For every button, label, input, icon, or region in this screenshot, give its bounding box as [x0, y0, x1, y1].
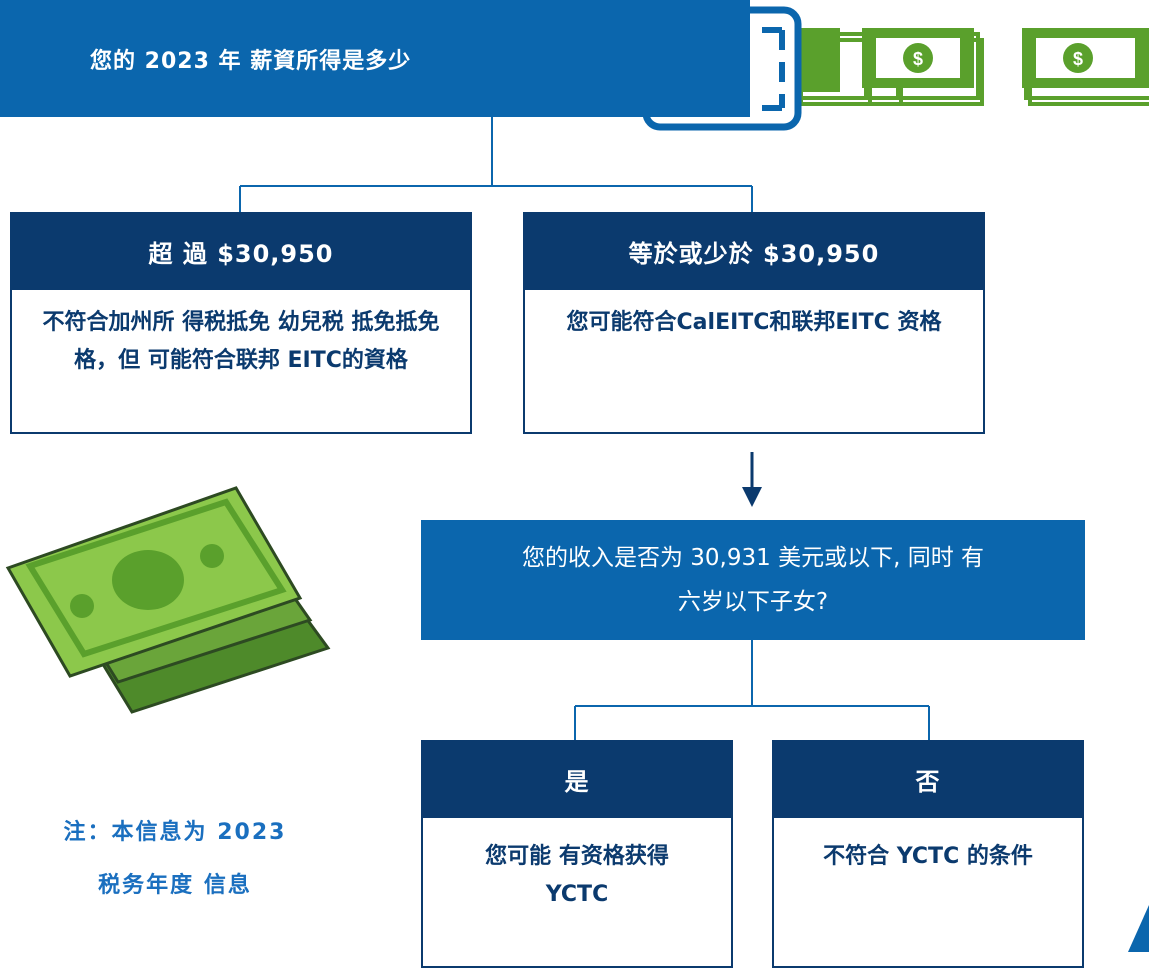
- corner-accent: [1128, 905, 1149, 952]
- money-bill-icon: $: [1022, 28, 1149, 106]
- tax-year-note-text: 注：本信息为 2023税务年度 信息: [63, 820, 287, 898]
- branch-yes-body: 您可能 有资格获得 YCTC: [421, 818, 733, 968]
- branch-no-body: 不符合 YCTC 的条件: [772, 818, 1084, 968]
- question-children-text: 您的收入是否为 30,931 美元或以下, 同时 有六岁以下子女?: [521, 545, 985, 615]
- arrow-down-icon: [742, 452, 762, 507]
- branch-under-label: 等於或少於 $30,950: [628, 239, 880, 268]
- branch-no-header: 否: [772, 740, 1084, 818]
- cash-stack-icon: [5, 486, 331, 714]
- branch-under-text: 您可能符合CalEITC和联邦EITC 资格: [566, 310, 942, 335]
- branch-no-text: 不符合 YCTC 的条件: [823, 844, 1033, 869]
- branch-under-body: 您可能符合CalEITC和联邦EITC 资格: [523, 290, 985, 434]
- question-income: 您的 2023 年 薪資所得是多少: [0, 0, 750, 117]
- dollar-sign: $: [1073, 49, 1083, 69]
- money-bill-icon: $: [862, 28, 984, 106]
- question-income-text: 您的 2023 年 薪資所得是多少: [90, 48, 412, 74]
- tax-year-note: 注：本信息为 2023税务年度 信息: [60, 806, 290, 912]
- branch-over-label: 超 過 $30,950: [148, 239, 334, 268]
- branch-under-header: 等於或少於 $30,950: [523, 212, 985, 290]
- branch-no-label: 否: [915, 767, 941, 796]
- dollar-sign: $: [913, 49, 923, 69]
- branch-over-text: 不符合加州所 得税抵免 幼兒税 抵免抵免格，但 可能符合联邦 EITC的資格: [42, 310, 440, 373]
- connector-top: [239, 117, 753, 212]
- branch-over-header: 超 過 $30,950: [10, 212, 472, 290]
- branch-over-body: 不符合加州所 得税抵免 幼兒税 抵免抵免格，但 可能符合联邦 EITC的資格: [10, 290, 472, 434]
- connector-bottom: [574, 640, 930, 740]
- branch-yes-label: 是: [564, 767, 590, 796]
- branch-yes-text: 您可能 有资格获得 YCTC: [485, 844, 669, 907]
- branch-yes-header: 是: [421, 740, 733, 818]
- question-children: 您的收入是否为 30,931 美元或以下, 同时 有六岁以下子女?: [421, 520, 1085, 640]
